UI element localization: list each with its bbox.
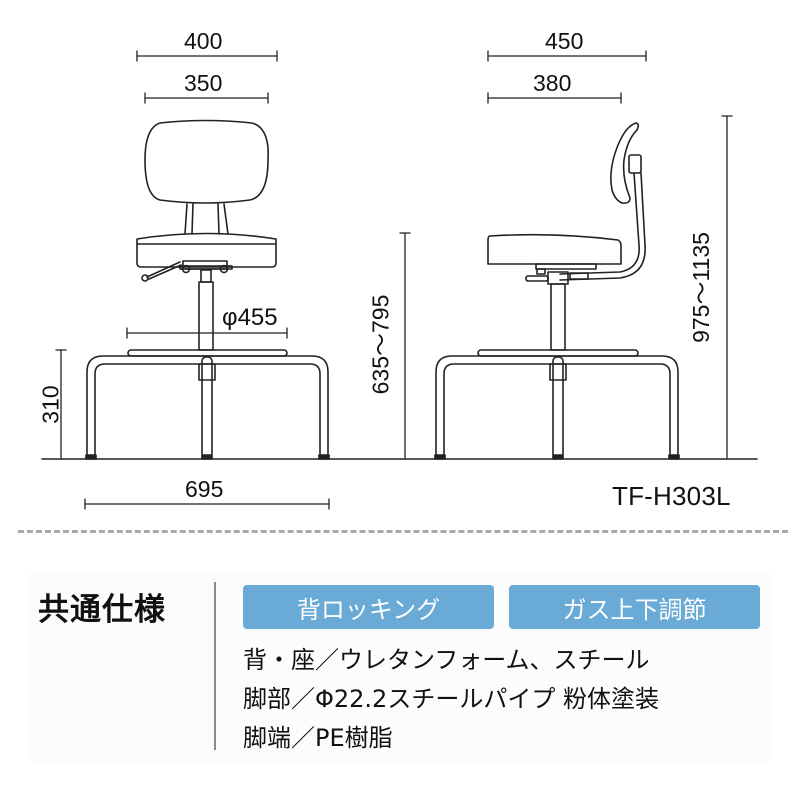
dim-base-width: 695 bbox=[185, 476, 224, 502]
dim-overall-height: 975〜1135 bbox=[687, 232, 714, 343]
spec-divider bbox=[214, 582, 216, 750]
spec-line-material: 背・座／ウレタンフォーム、スチール bbox=[243, 646, 650, 674]
dim-overall-depth: 450 bbox=[545, 28, 584, 54]
dim-seat-depth: 380 bbox=[533, 70, 572, 96]
badge-label: ガス上下調節 bbox=[562, 595, 707, 624]
side-dimension-lines bbox=[399, 50, 733, 460]
dim-seat-width: 350 bbox=[184, 70, 223, 96]
front-dimension-lines bbox=[55, 50, 330, 510]
front-view-chair bbox=[85, 119, 330, 460]
badge-label: 背ロッキング bbox=[296, 595, 441, 624]
spec-title: 共通仕様 bbox=[38, 592, 166, 628]
dim-seat-height: 635〜795 bbox=[367, 294, 394, 395]
chair-drawing-svg bbox=[41, 50, 758, 510]
model-number: TF-H303L bbox=[612, 481, 731, 511]
dim-footring-height: 310 bbox=[37, 385, 64, 424]
dashed-separator bbox=[18, 530, 788, 533]
side-view-chair bbox=[434, 122, 680, 460]
feature-badge-back-rocking: 背ロッキング bbox=[243, 585, 494, 629]
spec-line-legs: 脚部／Φ22.2スチールパイプ 粉体塗装 bbox=[243, 685, 659, 713]
dim-footring-diameter: φ455 bbox=[222, 304, 278, 331]
feature-badge-gas-lift: ガス上下調節 bbox=[509, 585, 760, 629]
spec-line-feet: 脚端／PE樹脂 bbox=[243, 724, 393, 752]
dimension-drawing: 400 350 φ455 310 695 450 380 635〜795 975… bbox=[37, 28, 758, 511]
dim-backrest-width: 400 bbox=[184, 28, 223, 54]
